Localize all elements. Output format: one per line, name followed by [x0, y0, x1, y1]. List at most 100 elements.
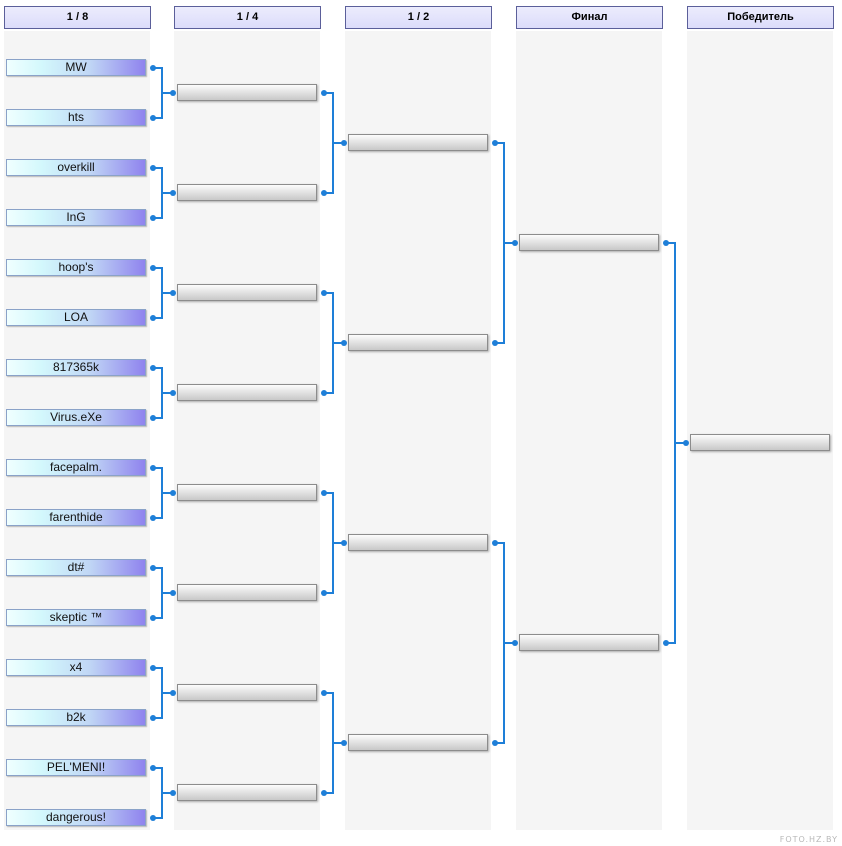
- empty-match-slot[interactable]: [348, 534, 488, 551]
- connector-line: [161, 792, 174, 794]
- column-background-2: [174, 31, 320, 830]
- round-header-1: 1 / 8: [4, 6, 151, 29]
- connector-dot: [512, 240, 518, 246]
- connector-line: [323, 792, 334, 794]
- connector-dot: [341, 740, 347, 746]
- connector-line: [332, 542, 345, 544]
- connector-dot: [170, 190, 176, 196]
- connector-line: [332, 342, 345, 344]
- round-header-5: Победитель: [687, 6, 834, 29]
- team-slot[interactable]: hts: [6, 109, 146, 126]
- connector-line: [674, 442, 687, 444]
- connector-line: [152, 517, 163, 519]
- connector-line: [494, 342, 505, 344]
- team-slot[interactable]: MW: [6, 59, 146, 76]
- empty-match-slot[interactable]: [177, 684, 317, 701]
- connector-line: [152, 367, 163, 369]
- team-slot[interactable]: Virus.eXe: [6, 409, 146, 426]
- connector-line: [161, 92, 174, 94]
- team-slot[interactable]: 817365k: [6, 359, 146, 376]
- connector-line: [161, 392, 174, 394]
- connector-line: [152, 617, 163, 619]
- empty-match-slot[interactable]: [177, 784, 317, 801]
- connector-dot: [341, 540, 347, 546]
- connector-line: [161, 692, 174, 694]
- connector-line: [152, 317, 163, 319]
- team-slot[interactable]: overkill: [6, 159, 146, 176]
- empty-match-slot[interactable]: [177, 384, 317, 401]
- team-slot[interactable]: facepalm.: [6, 459, 146, 476]
- team-slot[interactable]: skeptic ™: [6, 609, 146, 626]
- connector-line: [152, 767, 163, 769]
- empty-match-slot[interactable]: [690, 434, 830, 451]
- connector-line: [332, 142, 345, 144]
- connector-line: [152, 167, 163, 169]
- team-slot[interactable]: hoop's: [6, 259, 146, 276]
- column-background-3: [345, 31, 491, 830]
- connector-line: [152, 667, 163, 669]
- empty-match-slot[interactable]: [177, 84, 317, 101]
- connector-dot: [341, 340, 347, 346]
- column-background-5: [687, 31, 833, 830]
- column-background-4: [516, 31, 662, 830]
- connector-line: [323, 692, 334, 694]
- connector-dot: [170, 490, 176, 496]
- connector-line: [161, 292, 174, 294]
- connector-line: [665, 642, 676, 644]
- connector-dot: [512, 640, 518, 646]
- connector-line: [323, 592, 334, 594]
- team-slot[interactable]: InG: [6, 209, 146, 226]
- team-slot[interactable]: PEL'MENI!: [6, 759, 146, 776]
- connector-dot: [170, 790, 176, 796]
- team-slot[interactable]: b2k: [6, 709, 146, 726]
- team-slot[interactable]: dt#: [6, 559, 146, 576]
- connector-line: [323, 192, 334, 194]
- round-header-3: 1 / 2: [345, 6, 492, 29]
- empty-match-slot[interactable]: [519, 234, 659, 251]
- connector-line: [152, 267, 163, 269]
- empty-match-slot[interactable]: [348, 134, 488, 151]
- round-header-2: 1 / 4: [174, 6, 321, 29]
- connector-dot: [170, 90, 176, 96]
- team-slot[interactable]: dangerous!: [6, 809, 146, 826]
- connector-line: [161, 592, 174, 594]
- empty-match-slot[interactable]: [177, 484, 317, 501]
- connector-line: [494, 742, 505, 744]
- empty-match-slot[interactable]: [177, 584, 317, 601]
- connector-line: [152, 217, 163, 219]
- connector-line: [503, 242, 516, 244]
- connector-line: [152, 467, 163, 469]
- watermark: FOTO.HZ.BY: [779, 835, 838, 844]
- connector-line: [494, 542, 505, 544]
- connector-line: [323, 292, 334, 294]
- connector-dot: [341, 140, 347, 146]
- empty-match-slot[interactable]: [348, 734, 488, 751]
- connector-dot: [170, 690, 176, 696]
- connector-line: [323, 492, 334, 494]
- round-header-4: Финал: [516, 6, 663, 29]
- connector-dot: [170, 390, 176, 396]
- connector-line: [503, 642, 516, 644]
- empty-match-slot[interactable]: [348, 334, 488, 351]
- connector-line: [152, 717, 163, 719]
- connector-line: [494, 142, 505, 144]
- connector-line: [152, 567, 163, 569]
- connector-line: [152, 67, 163, 69]
- connector-line: [152, 117, 163, 119]
- connector-line: [152, 417, 163, 419]
- team-slot[interactable]: x4: [6, 659, 146, 676]
- connector-line: [665, 242, 676, 244]
- team-slot[interactable]: LOA: [6, 309, 146, 326]
- connector-line: [152, 817, 163, 819]
- connector-line: [323, 392, 334, 394]
- connector-line: [161, 492, 174, 494]
- connector-line: [332, 742, 345, 744]
- connector-dot: [170, 590, 176, 596]
- connector-line: [161, 192, 174, 194]
- team-slot[interactable]: farenthide: [6, 509, 146, 526]
- empty-match-slot[interactable]: [177, 284, 317, 301]
- empty-match-slot[interactable]: [177, 184, 317, 201]
- connector-dot: [170, 290, 176, 296]
- empty-match-slot[interactable]: [519, 634, 659, 651]
- connector-dot: [683, 440, 689, 446]
